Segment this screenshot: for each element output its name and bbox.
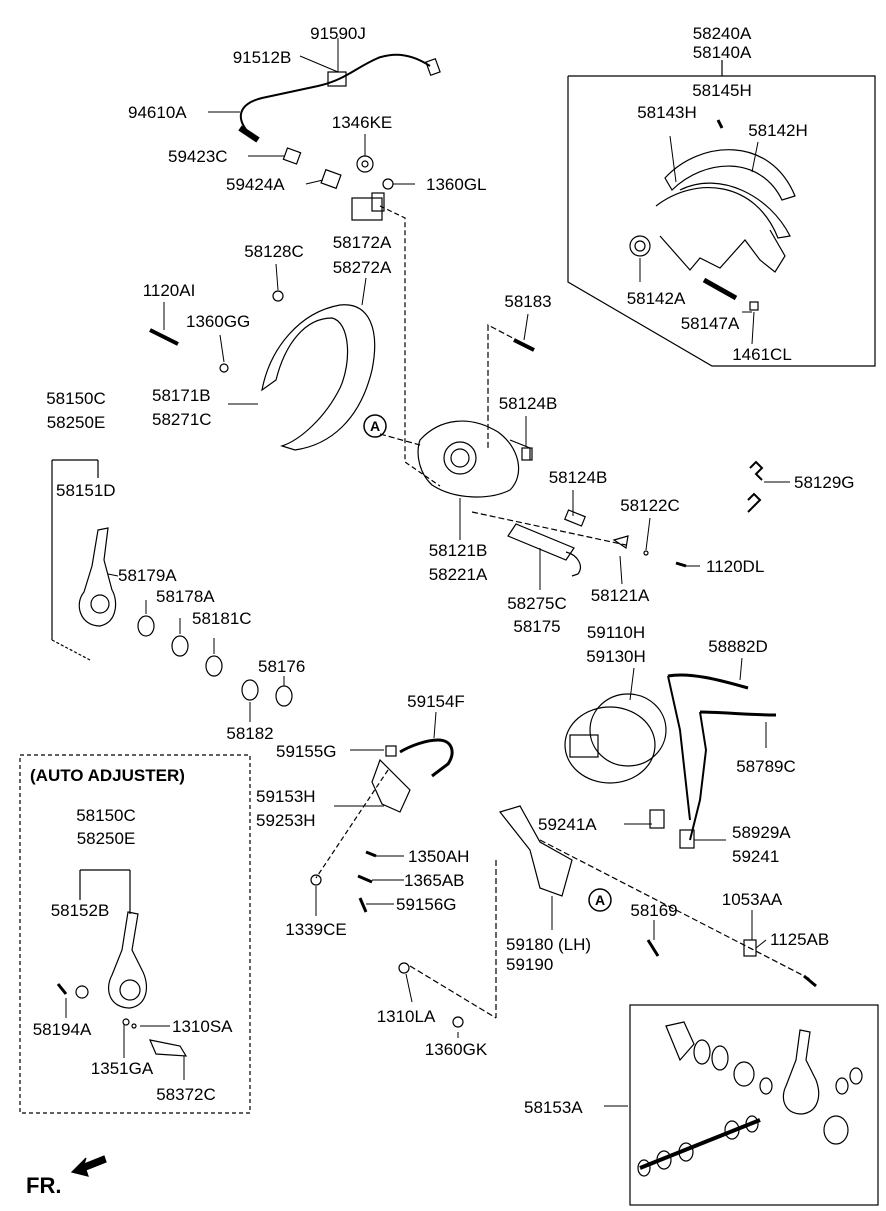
- part-label-59253H: 59253H: [256, 811, 316, 830]
- part-label-1461CL: 1461CL: [732, 345, 792, 364]
- part-label-58143H: 58143H: [637, 103, 697, 122]
- part-label-1310SA: 1310SA: [172, 1017, 233, 1036]
- part-label-91590J: 91590J: [310, 24, 366, 43]
- part-label-59153H: 59153H: [256, 787, 316, 806]
- part-label-58789C: 58789C: [736, 757, 796, 776]
- part-label-1120DL: 1120DL: [706, 557, 765, 576]
- part-label-58121A: 58121A: [590, 586, 650, 605]
- part-label-58169: 58169: [630, 901, 678, 920]
- part-label-59155G: 59155G: [276, 742, 337, 761]
- part-label-58250E: 58250E: [46, 413, 106, 432]
- chamber-bracket: [498, 805, 573, 897]
- part-label-58147A: 58147A: [680, 314, 740, 333]
- part-label-1339CE: 1339CE: [285, 920, 347, 939]
- auto-adjuster-box: [19, 754, 251, 1114]
- front-direction-label: FR.: [26, 1173, 62, 1198]
- part-label-1346KE: 1346KE: [331, 113, 393, 132]
- ref-circle-a2: [588, 888, 612, 912]
- part-label-58128C: 58128C: [244, 242, 304, 261]
- brake-shoe-lining: [664, 149, 796, 201]
- part-label-58122C: 58122C: [620, 496, 680, 515]
- part-label-1365AB: 1365AB: [404, 871, 465, 890]
- part-label-59180: 59180 (LH): [506, 935, 592, 954]
- ref-circle-a1: [363, 414, 387, 438]
- part-label-58121B: 58121B: [428, 541, 488, 560]
- part-label-1053AA: 1053AA: [721, 890, 783, 909]
- part-label-59156G: 59156G: [396, 895, 457, 914]
- part-label-59130H: 59130H: [586, 647, 646, 666]
- part-label-58182: 58182: [226, 724, 274, 743]
- slack-adjuster: [78, 527, 117, 627]
- part-label-1120AI: 1120AI: [142, 281, 196, 300]
- brake-spider: [417, 420, 520, 498]
- shoe-box-frame: [567, 75, 876, 367]
- part-label-94610A: 94610A: [128, 103, 187, 122]
- ref-circle-a2-label: A: [594, 892, 606, 908]
- part-label-58272A: 58272A: [332, 258, 392, 277]
- part-label-58172A: 58172A: [332, 233, 392, 252]
- part-label-58194A: 58194A: [32, 1020, 92, 1039]
- part-label-58150C: 58150C: [46, 389, 106, 408]
- part-label-59241A: 59241A: [538, 815, 597, 834]
- part-label-58372C: 58372C: [156, 1085, 216, 1104]
- part-label-58140A: 58140A: [692, 43, 752, 62]
- auto-adjuster-title: (AUTO ADJUSTER): [30, 766, 185, 785]
- part-label-58929A: 58929A: [732, 823, 791, 842]
- part-label-58250E-auto: 58250E: [76, 829, 136, 848]
- kit-box: [629, 1004, 879, 1206]
- part-label-59110H: 59110H: [586, 623, 646, 642]
- part-label-58175: 58175: [513, 617, 561, 636]
- part-label-59241: 59241: [732, 847, 780, 866]
- part-label-1360GG: 1360GG: [186, 312, 251, 331]
- part-label-58181C: 58181C: [192, 609, 252, 628]
- part-label-58150C-auto: 58150C: [76, 806, 136, 825]
- part-label-58153A: 58153A: [524, 1098, 583, 1117]
- part-label-58129G: 58129G: [794, 473, 855, 492]
- part-label-1125AB: 1125AB: [770, 930, 830, 949]
- part-label-58221A: 58221A: [428, 565, 488, 584]
- dust-shield: [261, 304, 376, 451]
- part-label-91512B: 91512B: [232, 48, 292, 67]
- part-label-58145H: 58145H: [692, 81, 752, 100]
- part-label-59190: 59190: [506, 955, 554, 974]
- part-label-1360GK: 1360GK: [424, 1040, 488, 1059]
- part-label-58271C: 58271C: [152, 410, 212, 429]
- part-label-58176: 58176: [258, 657, 306, 676]
- part-label-58152B: 58152B: [50, 901, 110, 920]
- part-label-58178A: 58178A: [156, 587, 215, 606]
- part-label-59423C: 59423C: [168, 147, 228, 166]
- part-label-1351GA: 1351GA: [90, 1059, 154, 1078]
- part-label-1350AH: 1350AH: [408, 847, 470, 866]
- part-label-1310LA: 1310LA: [376, 1007, 436, 1026]
- part-label-58275C: 58275C: [507, 594, 567, 613]
- part-label-58151D: 58151D: [56, 481, 116, 500]
- part-label-58882D: 58882D: [708, 637, 768, 656]
- auto-slack-adjuster: [108, 911, 148, 1009]
- part-label-58240A: 58240A: [692, 24, 752, 43]
- part-label-1360GL: 1360GL: [426, 175, 487, 194]
- part-label-58142H: 58142H: [748, 121, 808, 140]
- part-label-58124B-a: 58124B: [498, 394, 558, 413]
- part-label-59154F: 59154F: [407, 692, 465, 711]
- part-label-58183: 58183: [504, 292, 552, 311]
- brake-chamber: [564, 706, 656, 784]
- fr-arrow: [70, 1155, 107, 1177]
- part-label-58142A: 58142A: [626, 289, 686, 308]
- part-label-59424A: 59424A: [226, 175, 285, 194]
- cam-shaft: [507, 523, 575, 561]
- part-label-58171B: 58171B: [152, 386, 211, 405]
- ref-circle-a1-label: A: [369, 418, 381, 434]
- brake-hose: [399, 738, 454, 778]
- part-label-58179A: 58179A: [118, 566, 177, 585]
- part-label-58124B-b: 58124B: [548, 468, 608, 487]
